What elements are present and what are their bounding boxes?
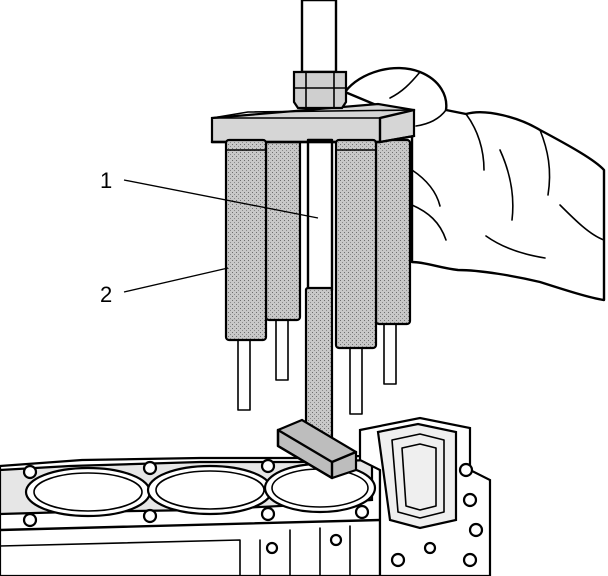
callout-1-label: 1 <box>100 168 112 193</box>
callout-2-label: 2 <box>100 282 112 307</box>
callout-1-leader <box>123 179 319 219</box>
callout-2-leader <box>123 267 229 293</box>
puller-tool-illustration <box>210 0 416 480</box>
engine-block-illustration <box>0 416 492 576</box>
hand-illustration <box>343 66 606 302</box>
